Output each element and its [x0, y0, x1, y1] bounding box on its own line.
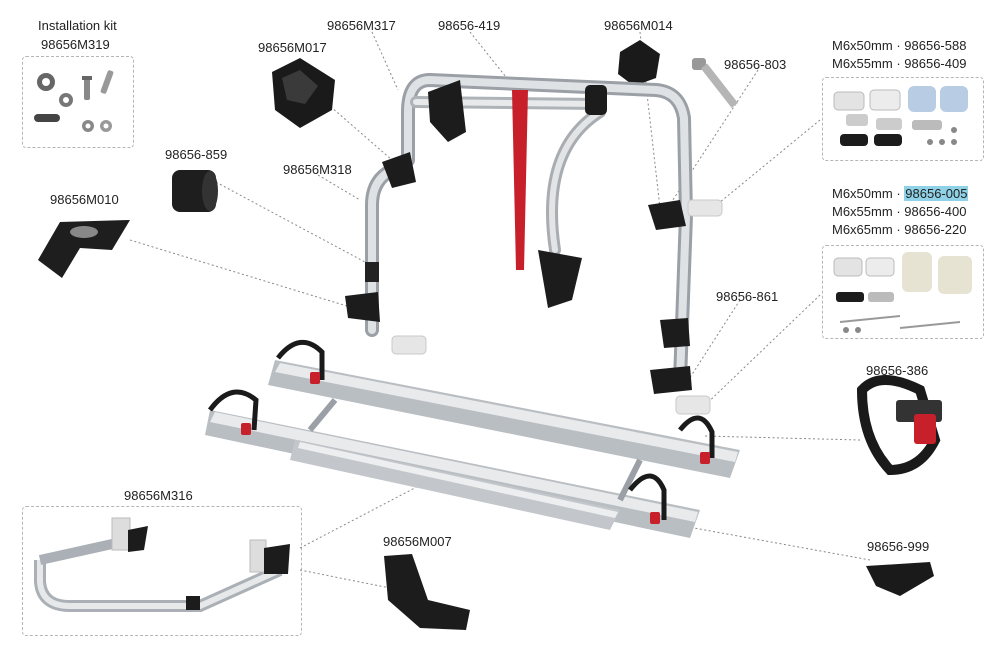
- installation-kit-box: [22, 56, 134, 148]
- part-m014-icon: [618, 40, 660, 86]
- label-803: 98656-803: [724, 57, 787, 72]
- label-999: 98656-999: [867, 539, 930, 554]
- set2-line2-size: M6x55mm: [832, 204, 893, 219]
- part-859-icon: [172, 170, 218, 212]
- label-386: 98656-386: [866, 363, 929, 378]
- label-m316: 98656M316: [124, 488, 193, 503]
- label-m010: 98656M010: [50, 192, 119, 207]
- set1-line1-code: 98656-588: [904, 38, 967, 53]
- upper-clamps: [345, 80, 692, 394]
- part-803-icon: [692, 58, 738, 108]
- set2-line1: M6x50mm · 98656-005: [832, 186, 969, 202]
- set1-separator-1: ·: [896, 38, 901, 53]
- set1-separator-2: ·: [896, 56, 901, 71]
- installation-kit-icon: [34, 70, 114, 132]
- part-m316-icon: [34, 517, 290, 612]
- part-m017-icon: [272, 58, 335, 128]
- set2-line3: M6x65mm · 98656-220: [832, 222, 966, 238]
- set1-line2-size: M6x55mm: [832, 56, 893, 71]
- mounting-set-1-parts: [833, 86, 968, 146]
- set2-line3-code: 98656-220: [904, 222, 967, 237]
- set2-line1-size: M6x50mm: [832, 186, 893, 201]
- label-861: 98656-861: [716, 289, 779, 304]
- part-386-icon: [856, 375, 942, 476]
- part-999-icon: [866, 562, 934, 596]
- set2-line1-code-highlighted[interactable]: 98656-005: [904, 186, 969, 201]
- label-m014: 98656M014: [604, 18, 673, 33]
- installation-kit-code: 98656M319: [41, 37, 110, 52]
- installation-kit-title: Installation kit: [38, 18, 117, 33]
- set2-line3-size: M6x65mm: [832, 222, 893, 237]
- label-m017: 98656M017: [258, 40, 327, 55]
- set1-line1: M6x50mm · 98656-588: [832, 38, 966, 54]
- set2-separator-3: ·: [896, 222, 901, 237]
- label-m317: 98656M317: [327, 18, 396, 33]
- red-caps: [241, 372, 710, 524]
- upper-white-mounts: [391, 199, 723, 415]
- label-m007: 98656M007: [383, 534, 452, 549]
- red-strap: [512, 90, 528, 270]
- set1-line2-code: 98656-409: [904, 56, 967, 71]
- set2-line2: M6x55mm · 98656-400: [832, 204, 966, 220]
- label-m318: 98656M318: [283, 162, 352, 177]
- set1-line2: M6x55mm · 98656-409: [832, 56, 966, 72]
- set1-line1-size: M6x50mm: [832, 38, 893, 53]
- rack-frame: [365, 73, 693, 387]
- rails: [205, 360, 740, 538]
- set2-line2-code: 98656-400: [904, 204, 967, 219]
- mounting-set-2-parts: [833, 252, 972, 333]
- label-859: 98656-859: [165, 147, 228, 162]
- part-m010-icon: [38, 220, 130, 278]
- set2-separator-1: ·: [896, 186, 901, 201]
- part-m007-icon: [384, 554, 470, 630]
- wheel-straps: [207, 340, 715, 520]
- set2-separator-2: ·: [896, 204, 901, 219]
- label-419: 98656-419: [438, 18, 501, 33]
